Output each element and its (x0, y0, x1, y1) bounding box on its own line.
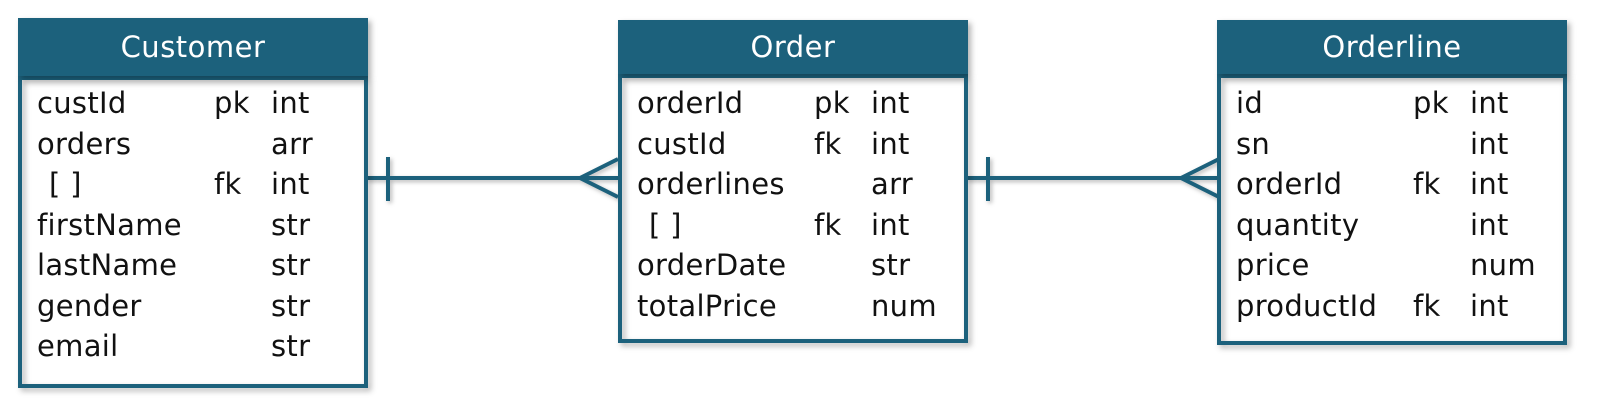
field-name: quantity (1236, 207, 1360, 242)
field-type: int (1470, 86, 1509, 120)
field-type: str (271, 288, 311, 323)
field-name: orderDate (637, 248, 787, 282)
field-type: int (871, 86, 910, 120)
field-name: id (1236, 86, 1264, 120)
entity-order-header: Order (618, 20, 968, 74)
field-key: fk (814, 126, 842, 161)
field-name: [ ] (649, 207, 682, 242)
field-name: orderId (637, 86, 744, 120)
relationship-order-orderline (966, 157, 1220, 201)
field-row: orders arr (18, 124, 368, 165)
field-name: custId (37, 86, 127, 120)
field-name: email (37, 329, 119, 363)
field-name: orders (37, 126, 132, 161)
field-name: lastName (37, 248, 178, 282)
field-key: pk (214, 86, 250, 120)
field-type: num (1470, 248, 1536, 282)
field-type: int (871, 126, 910, 161)
field-type: int (1470, 167, 1509, 201)
field-row: sn int (1217, 124, 1567, 165)
field-key: pk (814, 86, 850, 120)
field-name: [ ] (49, 167, 82, 201)
entity-customer-title: Customer (120, 30, 266, 64)
field-type: num (871, 288, 937, 323)
entity-order-title: Order (750, 30, 836, 64)
field-name: orderlines (637, 167, 785, 201)
field-row: lastName str (18, 245, 368, 286)
field-type: arr (271, 126, 314, 161)
field-row: totalPrice num (618, 286, 968, 327)
field-row: firstName str (18, 205, 368, 246)
field-name: totalPrice (637, 288, 778, 323)
field-type: str (271, 248, 311, 282)
field-row: orderDate str (618, 245, 968, 286)
relationship-customer-order (366, 157, 619, 201)
entity-orderline-title: Orderline (1322, 30, 1462, 64)
many-cardinality-crowfoot (1180, 157, 1220, 199)
field-type: int (271, 86, 310, 120)
field-row: orderlines arr (618, 164, 968, 205)
field-name: orderId (1236, 167, 1343, 201)
field-type: int (1470, 126, 1509, 161)
field-row: gender str (18, 286, 368, 327)
field-name: custId (637, 126, 727, 161)
field-name: firstName (37, 207, 182, 242)
field-key: fk (1413, 288, 1441, 323)
field-type: int (271, 167, 310, 201)
field-type: int (1470, 207, 1509, 242)
field-key: fk (814, 207, 842, 242)
field-key: pk (1413, 86, 1449, 120)
field-type: str (271, 329, 311, 363)
field-type: str (871, 248, 911, 282)
field-type: str (271, 207, 311, 242)
many-cardinality-crowfoot (579, 157, 619, 199)
entity-customer-header: Customer (18, 18, 368, 76)
field-type: int (1470, 288, 1509, 323)
entity-orderline-header: Orderline (1217, 20, 1567, 74)
field-row: email str (18, 326, 368, 367)
field-type: int (871, 207, 910, 242)
field-key: fk (214, 167, 242, 201)
field-name: sn (1236, 126, 1271, 161)
field-name: gender (37, 288, 142, 323)
field-row: quantity int (1217, 205, 1567, 246)
field-name: productId (1236, 288, 1378, 323)
field-row: price num (1217, 245, 1567, 286)
field-name: price (1236, 248, 1310, 282)
field-type: arr (871, 167, 914, 201)
field-key: fk (1413, 167, 1441, 201)
